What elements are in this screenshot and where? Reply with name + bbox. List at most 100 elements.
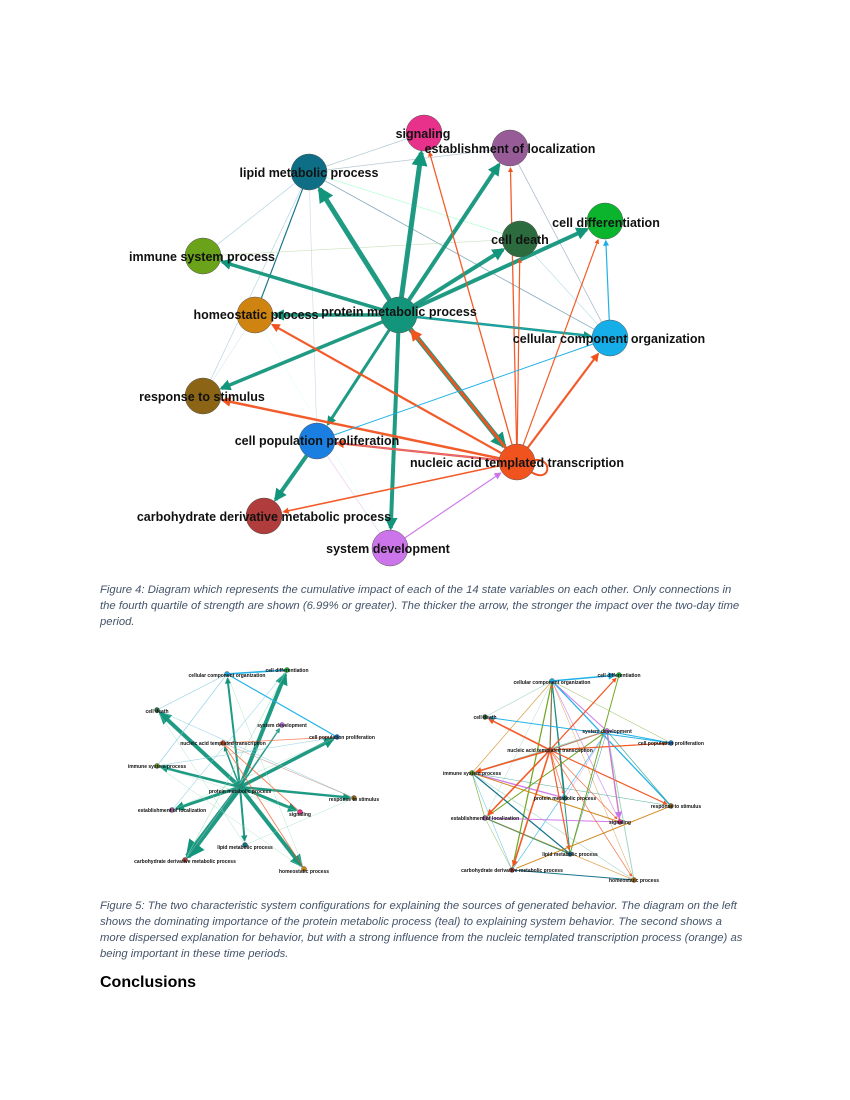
fig4-edge-lipid-to-prolif bbox=[309, 189, 317, 424]
fig5-right-edge-sysdev-to-establishment bbox=[486, 732, 606, 817]
fig5-right-edge-nucleic-to-sysdev bbox=[552, 731, 604, 750]
fig4-edge-nucleic-to-homeo bbox=[270, 323, 502, 455]
fig4-edge-lipid-to-homeo bbox=[260, 188, 304, 299]
fig5-right-label-sysdev: system development bbox=[582, 729, 632, 735]
fig4-label-response: response to stimulus bbox=[139, 390, 265, 404]
fig5-left-edge-establishment-to-diff bbox=[173, 671, 286, 809]
fig4-edge-lipid-to-establishment bbox=[326, 149, 493, 171]
figure-5-left-edges bbox=[158, 669, 352, 868]
fig4-label-cco: cellular component organization bbox=[513, 332, 705, 346]
fig4-label-immune: immune system process bbox=[129, 250, 275, 264]
fig5-left-node-response bbox=[351, 795, 357, 801]
figure-5-right-edges bbox=[472, 672, 670, 881]
figure-5-left-nodes bbox=[154, 667, 357, 872]
fig5-right-edge-nucleic-to-homeo bbox=[551, 751, 632, 877]
fig5-right-edge-immune-to-response bbox=[474, 773, 669, 806]
fig5-right-edge-cco-to-signaling bbox=[552, 683, 620, 820]
fig4-label-death: cell death bbox=[491, 233, 549, 247]
fig5-right-edge-immune-to-establishment bbox=[472, 775, 485, 816]
fig4-edge-prolif-to-nucleic bbox=[334, 442, 500, 461]
fig4-node-immune bbox=[184, 237, 222, 275]
fig4-edge-protein-to-death bbox=[413, 247, 506, 308]
fig4-edge-protein-to-lipid bbox=[317, 186, 392, 302]
fig4-edge-sysdev-to-nucleic bbox=[404, 472, 502, 539]
fig5-right-edge-nucleic-to-protein bbox=[550, 752, 565, 795]
fig4-edge-prolif-to-sysdev bbox=[326, 455, 381, 534]
fig4-node-establishment bbox=[491, 129, 529, 167]
fig4-label-diff: cell differentiation bbox=[552, 216, 660, 230]
fig5-right-edge-cco-to-death bbox=[487, 681, 550, 717]
fig4-edge-lipid-to-cco bbox=[324, 180, 595, 330]
fig5-left-edge-protein-to-homeo bbox=[239, 787, 303, 868]
fig5-right-node-lipid bbox=[567, 851, 573, 857]
fig4-label-carb: carbohydrate derivative metabolic proces… bbox=[137, 510, 391, 524]
fig5-right-node-cco bbox=[549, 678, 555, 684]
fig5-right-edge-response-to-carb bbox=[515, 806, 669, 869]
fig5-right-label-establishment: establishment of localization bbox=[451, 816, 519, 822]
fig5-left-label-cco: cellular component organization bbox=[189, 673, 266, 679]
fig4-label-sysdev: system development bbox=[326, 542, 450, 556]
fig5-right-label-immune: immune system process bbox=[443, 771, 502, 777]
fig5-left-edge-protein-to-response bbox=[242, 785, 352, 801]
fig5-right-edge-cco-to-prolif bbox=[554, 681, 669, 743]
figure-4-edges bbox=[210, 138, 610, 539]
fig5-left-edge-establishment-to-prolif bbox=[174, 737, 335, 810]
fig5-right-edge-cco-to-homeo bbox=[552, 683, 634, 878]
fig5-left-node-death bbox=[154, 707, 160, 713]
fig5-left-edge-nucleic-to-response bbox=[225, 743, 352, 798]
fig5-right-node-diff bbox=[616, 672, 622, 678]
fig4-edge-protein-to-signaling bbox=[398, 149, 428, 298]
fig5-right-edge-nucleic-to-signaling bbox=[551, 751, 618, 820]
fig5-left-edge-cco-to-death bbox=[159, 674, 225, 710]
fig4-label-establishment: establishment of localization bbox=[425, 142, 596, 156]
fig5-left-edge-immune-to-signaling bbox=[159, 766, 298, 812]
fig5-right-edge-diff-to-lipid bbox=[570, 677, 619, 852]
fig4-node-lipid bbox=[290, 153, 328, 191]
fig4-edge-nucleic-to-cco bbox=[526, 352, 600, 449]
fig5-right-node-prolif bbox=[668, 740, 674, 746]
fig5-left-edge-protein-to-cco bbox=[224, 677, 241, 785]
fig5-left-edge-cco-to-homeo bbox=[227, 676, 304, 867]
fig4-edge-protein-to-immune bbox=[220, 258, 383, 312]
fig5-right-label-nucleic: nucleic acid templated transcription bbox=[507, 748, 593, 754]
fig4-label-homeo: homeostatic process bbox=[193, 308, 318, 322]
fig5-left-label-sysdev: system development bbox=[257, 723, 307, 729]
fig5-left-node-lipid bbox=[242, 842, 248, 848]
fig5-left-edge-cco-to-prolif bbox=[228, 674, 336, 737]
fig4-label-lipid: lipid metabolic process bbox=[240, 166, 379, 180]
fig5-left-label-homeo: homeostatic process bbox=[279, 869, 329, 875]
fig4-node-response bbox=[184, 377, 222, 415]
fig5-left-edge-nucleic-to-signaling bbox=[224, 744, 299, 811]
fig5-right-edge-nucleic-to-carb bbox=[511, 752, 551, 867]
fig5-right-node-response bbox=[668, 803, 674, 809]
fig5-right-label-homeo: homeostatic process bbox=[609, 878, 659, 884]
fig5-left-node-carb bbox=[182, 857, 188, 863]
fig5-right-node-carb bbox=[509, 867, 515, 873]
fig4-edge-homeo-to-response bbox=[212, 329, 246, 382]
fig4-node-death bbox=[501, 220, 539, 258]
fig5-right-label-prolif: cell population proliferation bbox=[638, 741, 704, 747]
fig4-edge-nucleic-to-carb bbox=[282, 464, 500, 514]
fig5-left-edge-death-to-response bbox=[159, 710, 352, 798]
fig4-edge-nucleic-to-diff bbox=[522, 238, 600, 446]
fig5-left-label-establishment: establishment of localization bbox=[138, 808, 206, 814]
fig4-edge-cco-to-prolif bbox=[333, 343, 594, 436]
fig4-node-carb bbox=[245, 497, 283, 535]
fig4-label-protein: protein metabolic process bbox=[321, 305, 477, 319]
fig5-right-edge-nucleic-to-cco bbox=[549, 684, 554, 748]
fig5-right-edge-cco-to-sysdev bbox=[553, 682, 606, 730]
fig5-right-edge-nucleic-to-response bbox=[552, 750, 668, 805]
fig5-right-edge-cco-to-response bbox=[553, 682, 670, 805]
fig5-left-label-prolif: cell population proliferation bbox=[309, 735, 375, 741]
fig5-right-edge-nucleic-to-death bbox=[487, 718, 549, 750]
fig4-edge-cco-to-protein bbox=[416, 316, 593, 337]
fig4-edge-nucleic-to-signaling bbox=[428, 151, 513, 445]
fig5-right-label-lipid: lipid metabolic process bbox=[542, 852, 598, 858]
fig4-edge-nucleic-to-response bbox=[220, 396, 500, 460]
fig5-left-edge-protein-to-nucleic bbox=[223, 746, 240, 785]
fig5-left-edge-protein-to-signaling bbox=[241, 786, 298, 812]
